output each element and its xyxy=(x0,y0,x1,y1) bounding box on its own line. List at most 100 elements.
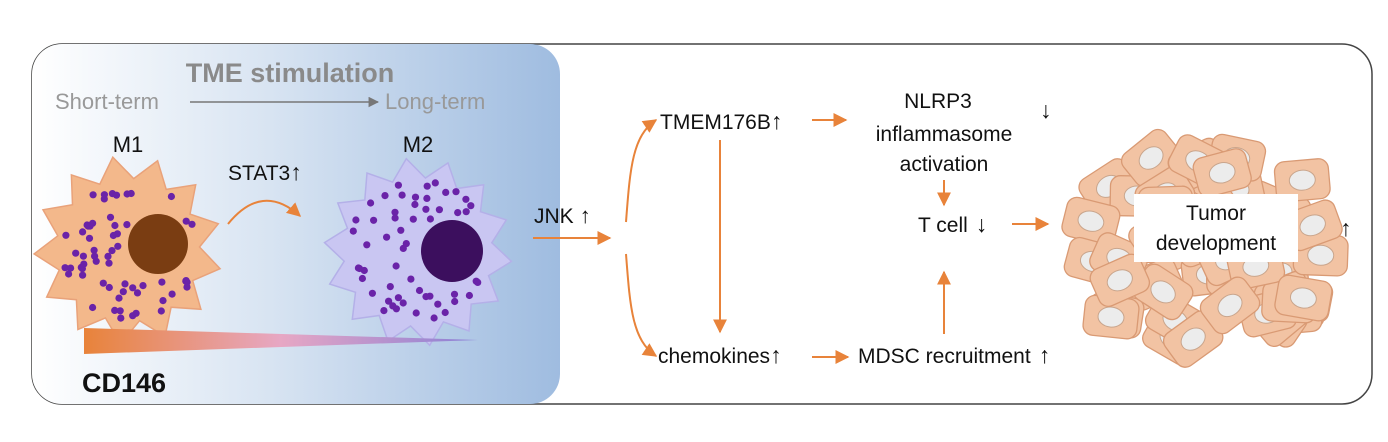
granule-dot xyxy=(434,300,442,308)
tumor-cell xyxy=(1082,294,1140,340)
granule-dot xyxy=(115,294,123,302)
granule-dot xyxy=(381,192,389,200)
granule-dot xyxy=(451,297,459,306)
granule-dot xyxy=(352,216,360,224)
nlrp3-line2: inflammasome xyxy=(876,123,1013,146)
granule-dot xyxy=(119,288,127,296)
m2-nucleus xyxy=(421,220,483,282)
granule-dot xyxy=(65,270,73,278)
granule-dot xyxy=(79,271,87,279)
granule-dot xyxy=(392,262,400,270)
granule-dot xyxy=(105,283,113,292)
tumor-cell xyxy=(1199,276,1261,335)
m2-granules xyxy=(349,179,482,322)
granule-dot xyxy=(399,299,407,307)
tme-title: TME stimulation xyxy=(186,58,395,88)
granule-dot xyxy=(397,226,405,234)
granule-dot xyxy=(62,231,70,239)
granule-dot xyxy=(450,290,459,298)
granule-dot xyxy=(412,309,420,317)
stat3-label: STAT3↑ xyxy=(228,159,302,185)
tumor-cell xyxy=(1192,148,1252,198)
granule-dot xyxy=(111,221,119,230)
jnk-label: JNK↑ xyxy=(534,203,591,228)
granule-dot xyxy=(100,191,108,199)
granule-dot xyxy=(99,279,107,287)
granule-dot xyxy=(402,240,410,248)
granule-dot xyxy=(80,260,88,268)
m1-granules xyxy=(61,189,196,322)
granule-dot xyxy=(394,181,402,189)
granule-dot xyxy=(452,188,460,196)
long-term-label: Long-term xyxy=(385,89,485,114)
granule-dot xyxy=(91,252,99,260)
granule-dot xyxy=(121,280,129,288)
granule-dot xyxy=(386,283,394,291)
nlrp3-down-arrow: ↓ xyxy=(1040,97,1052,123)
tumor-cell xyxy=(1274,274,1333,322)
granule-dot xyxy=(90,246,98,254)
granule-dot xyxy=(182,277,190,285)
granule-dot xyxy=(383,233,391,241)
granule-dot xyxy=(104,252,112,260)
tumor-label-box xyxy=(1134,194,1298,262)
granule-dot xyxy=(367,199,375,207)
tumor-cell xyxy=(1273,158,1331,203)
granule-dot xyxy=(79,228,87,236)
m2-label: M2 xyxy=(403,132,434,157)
granule-dot xyxy=(368,289,376,297)
tumor-up-arrow: ↑ xyxy=(1340,215,1352,241)
granule-dot xyxy=(182,217,190,225)
tcell-label: T cell↓ xyxy=(918,211,987,237)
m1-macrophage xyxy=(32,155,222,346)
granule-dot xyxy=(422,293,430,301)
granule-dot xyxy=(89,303,97,312)
granule-dot xyxy=(462,195,470,203)
tmem176b-label: TMEM176B↑ xyxy=(660,108,782,134)
granule-dot xyxy=(123,221,131,229)
cd146-gradient-wedge xyxy=(84,328,478,354)
nlrp3-line3: activation xyxy=(900,153,989,176)
granule-dot xyxy=(435,206,443,214)
granule-dot xyxy=(380,307,388,315)
branch-to-chemokines xyxy=(625,253,658,357)
granule-dot xyxy=(398,191,406,199)
granule-dot xyxy=(430,314,438,322)
granule-dot xyxy=(441,308,449,317)
tumor-cell xyxy=(1120,128,1182,188)
granule-dot xyxy=(112,191,121,199)
granule-dot xyxy=(411,193,420,201)
tumor-cell xyxy=(1089,253,1151,307)
tumor-line2: development xyxy=(1156,232,1276,255)
granule-dot xyxy=(411,200,419,209)
short-term-label: Short-term xyxy=(55,89,159,114)
granule-dot xyxy=(407,275,415,283)
granule-dot xyxy=(363,241,371,249)
granule-dot xyxy=(85,234,94,242)
granule-dot xyxy=(108,247,116,255)
granule-dot xyxy=(370,216,378,224)
granule-dot xyxy=(188,220,196,228)
granule-dot xyxy=(394,294,402,302)
tumor-cell xyxy=(1282,199,1343,252)
granule-dot xyxy=(391,214,399,222)
granule-dot xyxy=(61,264,69,272)
granule-dot xyxy=(409,215,417,223)
granule-dot xyxy=(442,188,450,196)
granule-dot xyxy=(109,231,117,240)
granule-dot xyxy=(158,278,166,286)
granule-dot xyxy=(167,192,175,201)
granule-dot xyxy=(105,259,113,267)
granule-dot xyxy=(72,249,80,257)
granule-dot xyxy=(183,283,191,291)
branch-to-tmem176b xyxy=(625,119,658,223)
granule-dot xyxy=(129,284,137,292)
granule-dot xyxy=(116,307,124,315)
granule-dot xyxy=(132,309,140,317)
tumor-line1: Tumor xyxy=(1186,202,1246,225)
granule-dot xyxy=(79,252,87,260)
granule-dot xyxy=(391,208,399,216)
granule-dot xyxy=(133,289,142,297)
granule-dot xyxy=(349,227,357,235)
